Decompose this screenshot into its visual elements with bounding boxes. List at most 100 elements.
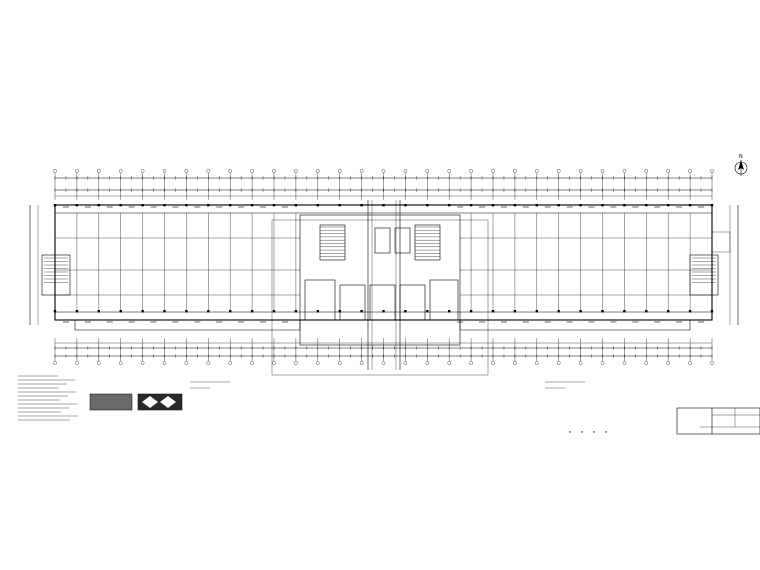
- column-mark: [688, 204, 692, 207]
- central-core: [271, 200, 489, 376]
- axis-bubble: [118, 169, 123, 173]
- axis-bubble: [578, 169, 583, 173]
- axis-bubble: [250, 169, 254, 173]
- column-mark: [623, 204, 626, 207]
- column-mark: [294, 310, 298, 313]
- column-mark: [579, 204, 582, 207]
- axis-bubble: [162, 169, 167, 173]
- column-mark: [141, 204, 144, 207]
- column-mark: [338, 204, 341, 207]
- axis-bubble: [162, 361, 167, 365]
- bottom-dimension-chain: [53, 338, 714, 365]
- axis-bubble: [578, 361, 583, 365]
- axis-bubble: [491, 361, 495, 365]
- axis-bubble: [184, 169, 189, 173]
- axis-bubble: [600, 169, 605, 173]
- column-mark: [272, 310, 276, 313]
- scale-dots: [569, 431, 607, 433]
- axis-bubble: [53, 169, 57, 173]
- column-mark: [53, 310, 57, 313]
- axis-bubble: [228, 169, 232, 173]
- axis-bubble: [316, 361, 320, 365]
- axis-bubble: [140, 169, 145, 173]
- column-mark: [448, 204, 451, 207]
- column-mark: [250, 310, 254, 313]
- column-mark: [426, 310, 429, 313]
- left-dimension-chain: [29, 205, 39, 325]
- axis-bubble: [75, 361, 79, 365]
- column-mark: [75, 204, 79, 207]
- axis-bubble: [513, 169, 517, 173]
- column-mark: [53, 204, 57, 207]
- axis-bubble: [688, 169, 692, 173]
- axis-bubble: [447, 361, 451, 365]
- column-mark: [119, 310, 122, 313]
- column-mark: [338, 310, 341, 313]
- column-mark: [710, 310, 714, 313]
- axis-bubble: [622, 169, 627, 173]
- axis-bubble: [469, 361, 473, 365]
- axis-bubble: [513, 361, 517, 365]
- axis-bubble: [688, 361, 692, 365]
- right-dimension-chain: [729, 205, 739, 325]
- axis-bubble: [469, 169, 473, 173]
- axis-bubble: [381, 361, 386, 365]
- axis-bubble: [666, 169, 670, 173]
- column-mark: [316, 310, 319, 313]
- column-mark: [404, 310, 407, 313]
- axis-bubble: [272, 361, 276, 365]
- top-dimension-chain: [53, 169, 714, 200]
- axis-bubble: [206, 361, 211, 365]
- axis-bubble: [403, 169, 408, 173]
- stair-treads: [44, 226, 716, 283]
- axis-bubble: [710, 169, 714, 173]
- axis-bubble: [140, 361, 145, 365]
- column-mark: [75, 310, 79, 313]
- axis-bubble: [294, 361, 298, 365]
- column-mark: [491, 204, 495, 207]
- column-mark: [491, 310, 495, 313]
- axis-bubble: [359, 169, 364, 173]
- axis-bubble: [425, 361, 430, 365]
- column-mark: [185, 204, 188, 207]
- column-mark: [557, 204, 560, 207]
- axis-bubble: [294, 169, 298, 173]
- axis-bubble: [710, 361, 714, 365]
- title-block: [676, 407, 760, 435]
- column-mark: [97, 204, 100, 207]
- axis-bubble: [403, 361, 408, 365]
- axis-bubble: [644, 169, 649, 173]
- column-grid-horizontal: [55, 237, 712, 296]
- axis-bubble: [250, 361, 254, 365]
- axis-bubble: [535, 361, 539, 365]
- axis-bubble: [316, 169, 320, 173]
- column-mark: [469, 310, 473, 313]
- column-mark: [579, 310, 582, 313]
- column-mark: [426, 204, 429, 207]
- column-mark: [469, 204, 473, 207]
- axis-bubble: [447, 169, 451, 173]
- axis-bubble: [206, 169, 211, 173]
- column-mark: [229, 310, 232, 313]
- axis-bubble: [381, 169, 386, 173]
- column-mark: [623, 310, 626, 313]
- drawing-notes: [18, 375, 78, 421]
- axis-bubble: [228, 361, 232, 365]
- column-mark: [557, 310, 560, 313]
- column-mark: [688, 310, 692, 313]
- column-mark: [448, 310, 451, 313]
- axis-bubble: [535, 169, 539, 173]
- column-mark: [207, 204, 210, 207]
- axis-bubble: [184, 361, 189, 365]
- axis-bubble: [272, 169, 276, 173]
- column-mark: [141, 310, 144, 313]
- column-mark: [163, 204, 166, 207]
- axis-bubble: [666, 361, 670, 365]
- axis-bubble: [600, 361, 605, 365]
- column-mark: [601, 204, 604, 207]
- column-mark: [513, 310, 517, 313]
- axis-bubble: [53, 361, 57, 365]
- axis-bubble: [556, 169, 561, 173]
- column-mark: [667, 204, 670, 207]
- column-mark: [513, 204, 517, 207]
